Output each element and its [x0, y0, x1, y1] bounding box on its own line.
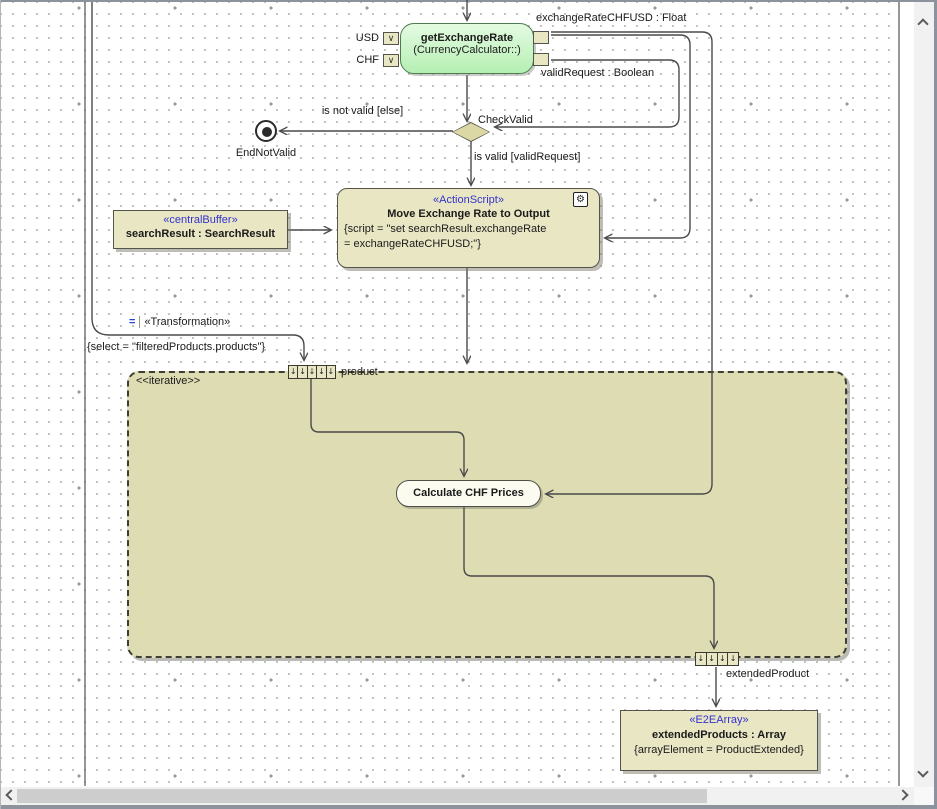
- input-pin-usd[interactable]: ∨: [383, 32, 399, 45]
- scroll-left-icon[interactable]: [5, 789, 17, 801]
- scrollbar-corner: [914, 787, 934, 805]
- decision-checkvalid[interactable]: [453, 123, 489, 141]
- actionscript-script-line1: {script = "set searchResult.exchangeRate: [344, 223, 547, 235]
- expansion-node-product[interactable]: ↓ ↓ ↓ ↓ ↓: [288, 365, 336, 379]
- expansion-region-iterative[interactable]: [127, 371, 847, 658]
- object-extendedproducts[interactable]: «E2EArray» extendedProducts : Array {arr…: [620, 710, 818, 771]
- pin-label-exchangerate: exchangeRateCHFUSD : Float: [536, 12, 687, 24]
- pin-chevron-icon: ∨: [387, 55, 395, 65]
- pin-label-chf: CHF: [356, 54, 379, 66]
- final-node-dot: [262, 127, 272, 137]
- window-border-bottom: [0, 805, 937, 809]
- e2earray-stereotype: «E2EArray»: [689, 714, 749, 726]
- output-pin-validrequest[interactable]: [533, 53, 549, 66]
- calculate-label: Calculate CHF Prices: [413, 487, 524, 499]
- expansion-arrow-icon: ↓: [707, 653, 718, 665]
- transformation-stereotype: «Transformation»: [144, 316, 231, 328]
- e2earray-title: extendedProducts : Array: [651, 729, 787, 741]
- transformation-constraint: {select = "filteredProducts.products"}: [87, 341, 266, 353]
- expansion-arrow-icon: ↓: [308, 366, 318, 378]
- expansion-arrow-icon: ↓: [327, 367, 335, 376]
- actionscript-script-line2: = exchangeRateCHFUSD;"}: [344, 238, 481, 250]
- expansion-arrow-icon: ↓: [318, 366, 327, 378]
- guard-valid-label: is valid [validRequest]: [474, 151, 581, 163]
- vertical-scrollbar[interactable]: [914, 2, 934, 787]
- action-subtitle: (CurrencyCalculator::): [413, 44, 521, 56]
- centralbuffer-searchresult[interactable]: «centralBuffer» searchResult : SearchRes…: [113, 210, 288, 249]
- pin-label-usd: USD: [355, 32, 379, 44]
- expansion-node-extendedproduct-label: extendedProduct: [726, 668, 810, 680]
- centralbuffer-stereotype: «centralBuffer»: [163, 214, 238, 226]
- centralbuffer-label: searchResult : SearchResult: [125, 228, 276, 240]
- guard-else-label: is not valid [else]: [321, 105, 404, 117]
- transformation-label: =«Transformation»: [129, 316, 230, 328]
- scroll-up-icon[interactable]: [917, 18, 929, 30]
- expansion-arrow-icon: ↓: [696, 653, 707, 665]
- pin-label-validrequest: validRequest : Boolean: [541, 67, 655, 79]
- region-keyword: <<iterative>>: [136, 375, 201, 387]
- expansion-node-extendedproduct[interactable]: ↓ ↓ ↓ ↓: [695, 652, 739, 666]
- gear-icon: ⚙: [573, 192, 588, 207]
- scroll-right-icon[interactable]: [897, 789, 909, 801]
- action-move-exchange-rate[interactable]: «ActionScript» Move Exchange Rate to Out…: [337, 188, 600, 268]
- action-title: getExchangeRate: [420, 32, 514, 44]
- pin-chevron-icon: ∨: [387, 33, 395, 43]
- decision-label: CheckValid: [478, 114, 533, 126]
- output-pin-exchangerate[interactable]: [533, 31, 549, 44]
- expansion-arrow-icon: ↓: [729, 654, 737, 663]
- e2earray-constraint: {arrayElement = ProductExtended}: [634, 744, 804, 756]
- action-getexchangerate[interactable]: getExchangeRate (CurrencyCalculator::): [400, 23, 534, 74]
- actionscript-title: Move Exchange Rate to Output: [387, 208, 550, 220]
- activity-final-endnotvalid[interactable]: [255, 120, 277, 142]
- scroll-down-icon[interactable]: [917, 766, 929, 778]
- horizontal-scrollbar-thumb[interactable]: [17, 789, 707, 803]
- action-calculate-chf-prices[interactable]: Calculate CHF Prices: [396, 480, 541, 507]
- window-border-right: [934, 0, 937, 809]
- expansion-node-product-label: product: [341, 366, 378, 378]
- canvas-margin: [900, 2, 914, 786]
- window-border-top: [0, 0, 937, 2]
- final-node-label: EndNotValid: [235, 147, 297, 159]
- expansion-arrow-icon: ↓: [289, 366, 299, 378]
- expansion-arrow-icon: ↓: [299, 366, 308, 378]
- equals-icon: =: [129, 316, 141, 328]
- window-border-left: [0, 0, 1, 809]
- input-pin-chf[interactable]: ∨: [383, 54, 399, 67]
- actionscript-stereotype: «ActionScript»: [433, 194, 504, 206]
- expansion-arrow-icon: ↓: [718, 653, 729, 665]
